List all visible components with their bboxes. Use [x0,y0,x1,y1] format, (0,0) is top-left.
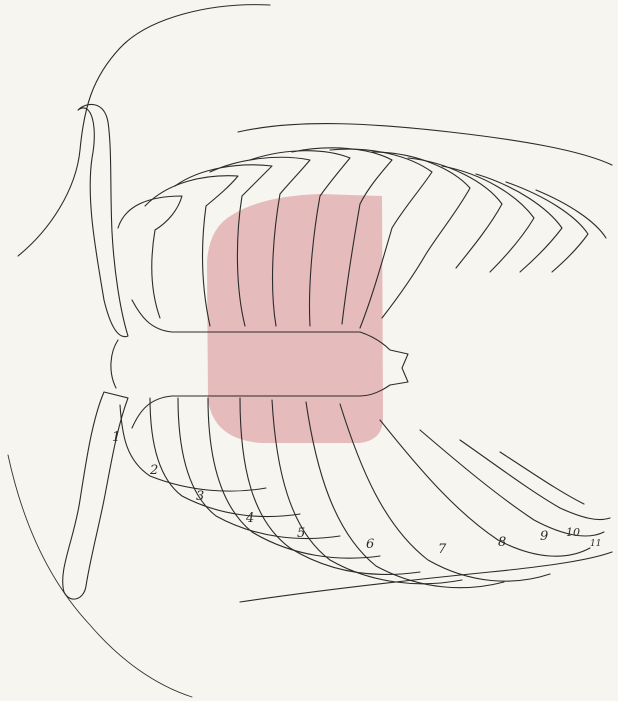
rib-label-3: 3 [196,489,204,504]
rib-label-9: 9 [540,529,548,544]
torso-outline-upper-right [238,124,612,165]
rib-label-5: 5 [297,526,305,541]
torso-outline-left [8,455,192,697]
manubrium-notch [111,340,118,388]
rib-label-10: 10 [566,526,580,539]
rib-label-11: 11 [590,539,601,549]
rib-numbers: 1 2 3 4 5 6 7 8 9 10 11 [112,430,601,557]
rib-label-8: 8 [498,535,506,550]
shaded-precordial-area [207,194,383,443]
rib-label-1: 1 [112,430,120,445]
rib-label-2: 2 [149,463,158,478]
rib-label-7: 7 [438,542,447,557]
torso-outline-lower-right [240,552,612,602]
rib-label-6: 6 [366,537,374,552]
rib-label-4: 4 [245,511,254,526]
clavicle-lower [63,392,128,599]
